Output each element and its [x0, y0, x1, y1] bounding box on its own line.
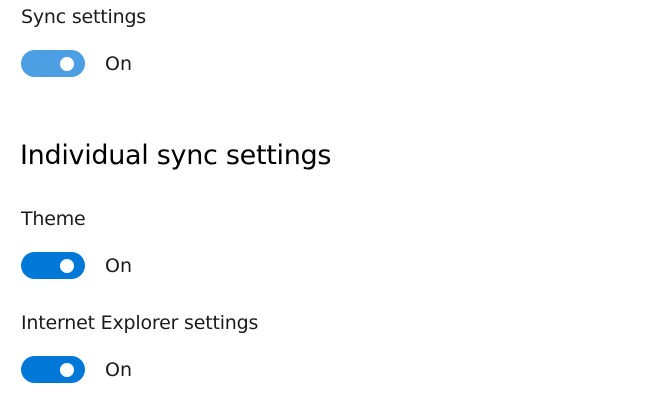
sync-settings-state: On — [105, 52, 132, 75]
individual-sync-heading: Individual sync settings — [20, 140, 332, 171]
toggle-knob — [60, 56, 74, 71]
ie-settings-label: Internet Explorer settings — [21, 312, 259, 334]
sync-settings-label: Sync settings — [21, 6, 147, 28]
toggle-knob — [60, 258, 74, 273]
sync-settings-toggle[interactable] — [21, 50, 85, 77]
ie-settings-toggle[interactable] — [21, 356, 85, 383]
theme-label: Theme — [21, 208, 86, 230]
ie-settings-state: On — [105, 358, 132, 381]
ie-settings-toggle-row: On — [21, 356, 132, 383]
theme-toggle-row: On — [21, 252, 132, 279]
sync-settings-toggle-row: On — [21, 50, 132, 77]
theme-toggle[interactable] — [21, 252, 85, 279]
theme-state: On — [105, 254, 132, 277]
toggle-knob — [60, 362, 74, 377]
